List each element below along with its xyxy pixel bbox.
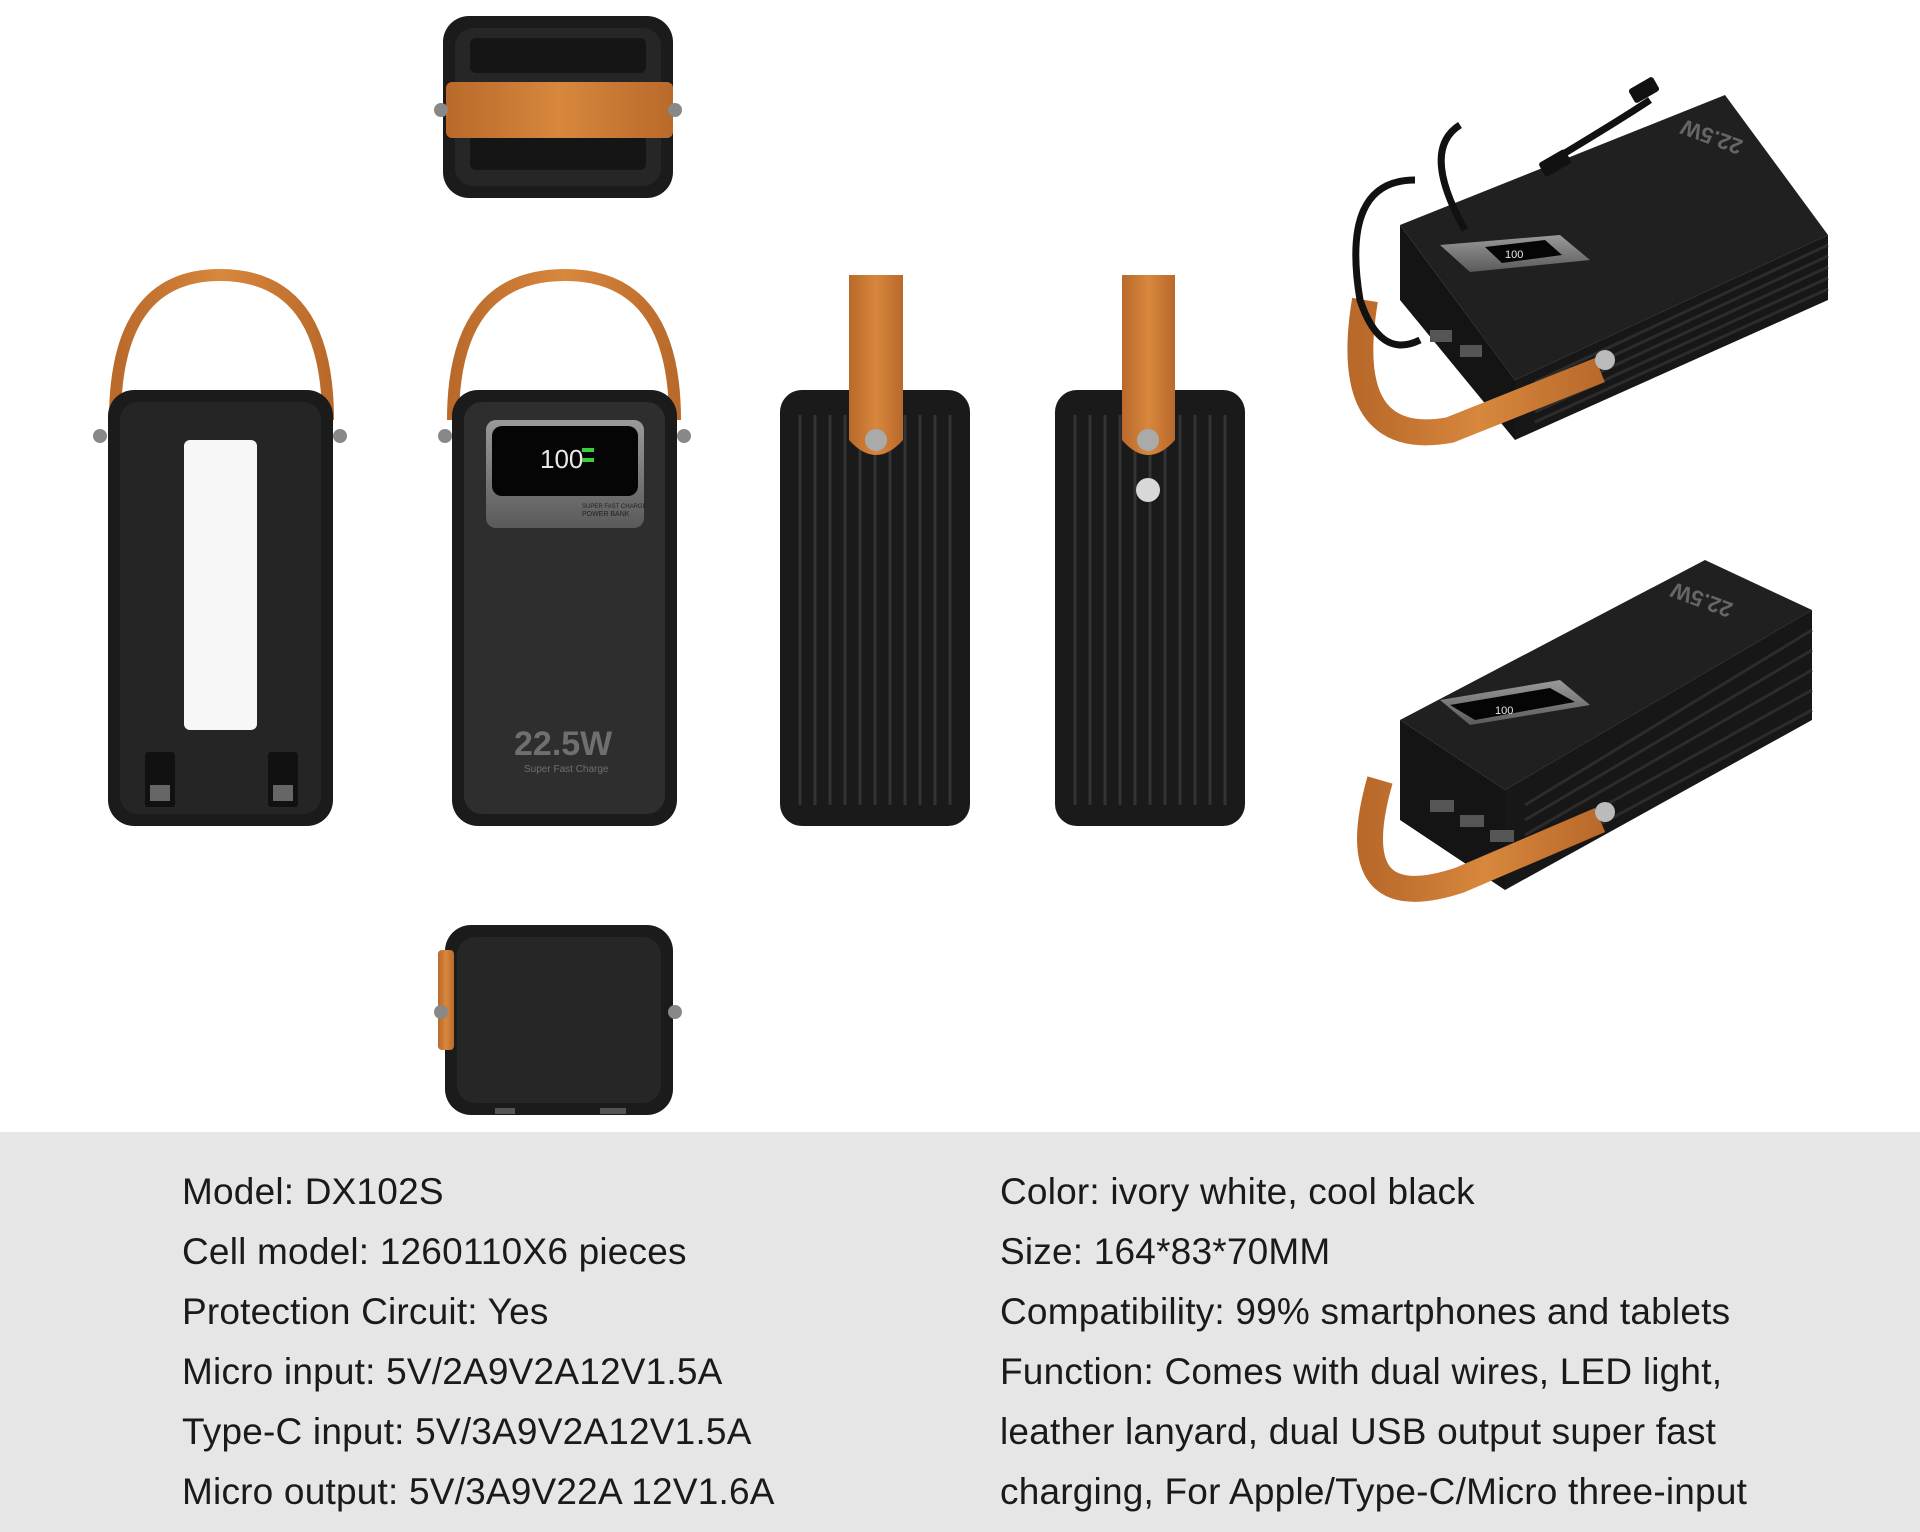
cable <box>1437 122 1469 232</box>
strap <box>1122 275 1175 455</box>
battery-reading: 100 <box>1495 705 1513 717</box>
spec-panel: Model: DX102S Cell model: 1260110X6 piec… <box>0 1132 1920 1532</box>
strap <box>849 275 903 455</box>
battery-reading: 100 <box>1505 249 1523 261</box>
spec-cell-model: Cell model: 1260110X6 pieces <box>182 1231 687 1272</box>
led-light-panel <box>184 440 257 730</box>
product-image-area: 100 SUPER FAST CHARGE POWER BANK 22.5W S… <box>93 16 1829 1115</box>
spec-micro-output: Micro output: 5V/3A9V22A 12V1.6A <box>182 1471 775 1512</box>
spec-color: Color: ivory white, cool black <box>1000 1171 1475 1212</box>
battery-reading: 100 <box>540 444 583 474</box>
panel-label-2: POWER BANK <box>582 511 630 518</box>
spec-column-left: Model: DX102S Cell model: 1260110X6 piec… <box>182 1162 775 1522</box>
spec-micro-input: Micro input: 5V/2A9V2A12V1.5A <box>182 1351 723 1392</box>
spec-protection-circuit: Protection Circuit: Yes <box>182 1291 549 1332</box>
power-bank-side-view-1 <box>780 275 970 826</box>
cable <box>1352 176 1422 349</box>
panel-label-1: SUPER FAST CHARGE <box>582 504 647 510</box>
spec-function: Function: Comes with dual wires, LED lig… <box>1000 1351 1723 1392</box>
digital-display <box>492 426 638 496</box>
power-bank-perspective-view-cables: 100 22.5W <box>1347 77 1829 446</box>
spec-function-cont-1: leather lanyard, dual USB output super f… <box>1000 1411 1717 1452</box>
strap <box>1347 297 1605 446</box>
strap <box>1357 776 1606 902</box>
power-bank-front-view: 100 SUPER FAST CHARGE POWER BANK 22.5W S… <box>438 268 691 826</box>
spec-compatibility: Compatibility: 99% smartphones and table… <box>1000 1291 1731 1332</box>
power-bank-perspective-view: 100 22.5W <box>1357 560 1813 902</box>
power-button <box>1136 478 1160 502</box>
spec-model: Model: DX102S <box>182 1171 444 1212</box>
power-bank-back-view <box>93 268 347 826</box>
strap <box>446 82 673 138</box>
power-rating-label: 22.5W <box>514 725 613 763</box>
spec-size: Size: 164*83*70MM <box>1000 1231 1331 1272</box>
spec-type-c-input: Type-C input: 5V/3A9V2A12V1.5A <box>182 1411 752 1452</box>
tagline-label: Super Fast Charge <box>524 764 609 775</box>
spec-function-cont-2: charging, For Apple/Type-C/Micro three-i… <box>1000 1471 1748 1512</box>
spec-column-right: Color: ivory white, cool black Size: 164… <box>1000 1162 1747 1522</box>
strap-handle <box>447 268 681 421</box>
power-bank-top-view <box>434 16 682 198</box>
strap-handle <box>109 268 334 421</box>
power-bank-bottom-view <box>434 925 682 1115</box>
power-bank-side-view-2 <box>1055 275 1245 826</box>
